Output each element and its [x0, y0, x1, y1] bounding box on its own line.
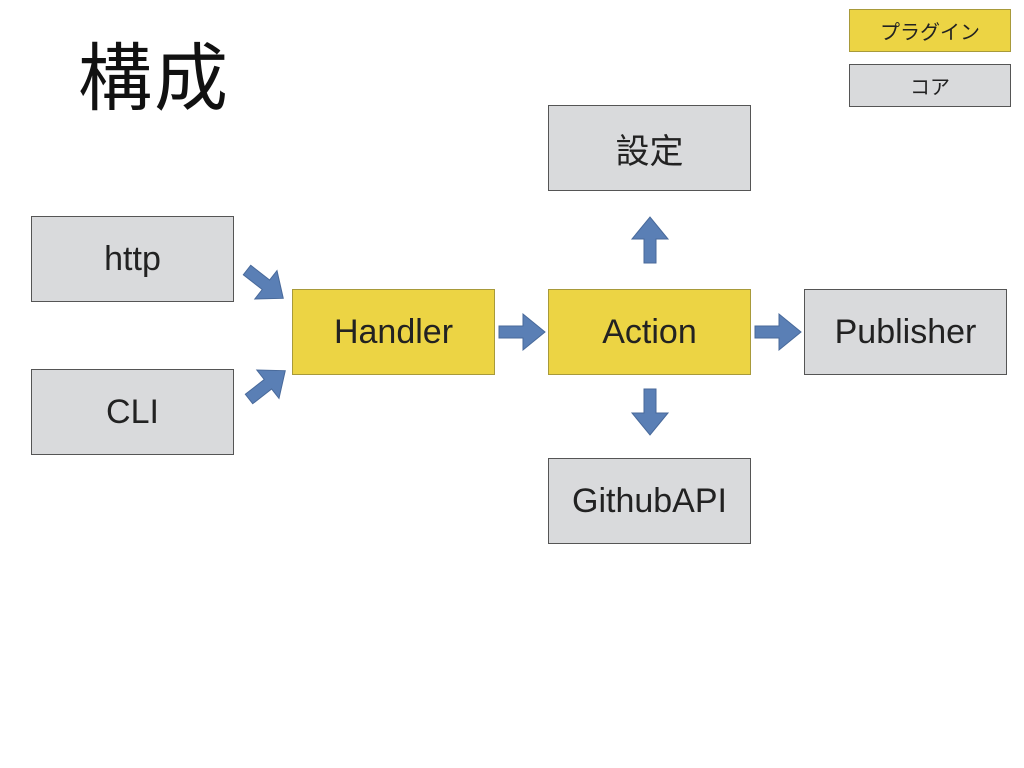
arrow-http-to-handler: [235, 255, 295, 314]
node-publisher: Publisher: [804, 289, 1007, 375]
node-settings: 設定: [548, 105, 751, 191]
node-http: http: [31, 216, 234, 302]
node-cli: CLI: [31, 369, 234, 455]
legend-plugin: プラグイン: [849, 9, 1011, 52]
node-githubapi: GithubAPI: [548, 458, 751, 544]
node-githubapi-label: GithubAPI: [572, 481, 727, 520]
node-action-label: Action: [602, 312, 697, 351]
page-title: 構成: [78, 36, 230, 122]
arrow-handler-to-action: [498, 313, 546, 351]
node-handler-label: Handler: [333, 312, 454, 351]
arrow-action-to-publisher: [754, 313, 802, 351]
node-handler: Handler: [292, 289, 495, 375]
node-http-label: http: [104, 239, 161, 278]
arrow-cli-to-handler: [237, 355, 297, 414]
legend-plugin-label: プラグイン: [880, 22, 980, 44]
node-cli-label: CLI: [106, 392, 159, 431]
node-settings-label: 設定: [615, 131, 684, 172]
arrow-action-to-settings: [631, 216, 669, 264]
node-action: Action: [548, 289, 751, 375]
node-publisher-label: Publisher: [834, 312, 977, 351]
legend-core: コア: [849, 64, 1011, 107]
legend-core-label: コア: [910, 77, 950, 99]
arrow-action-to-githubapi: [631, 388, 669, 436]
